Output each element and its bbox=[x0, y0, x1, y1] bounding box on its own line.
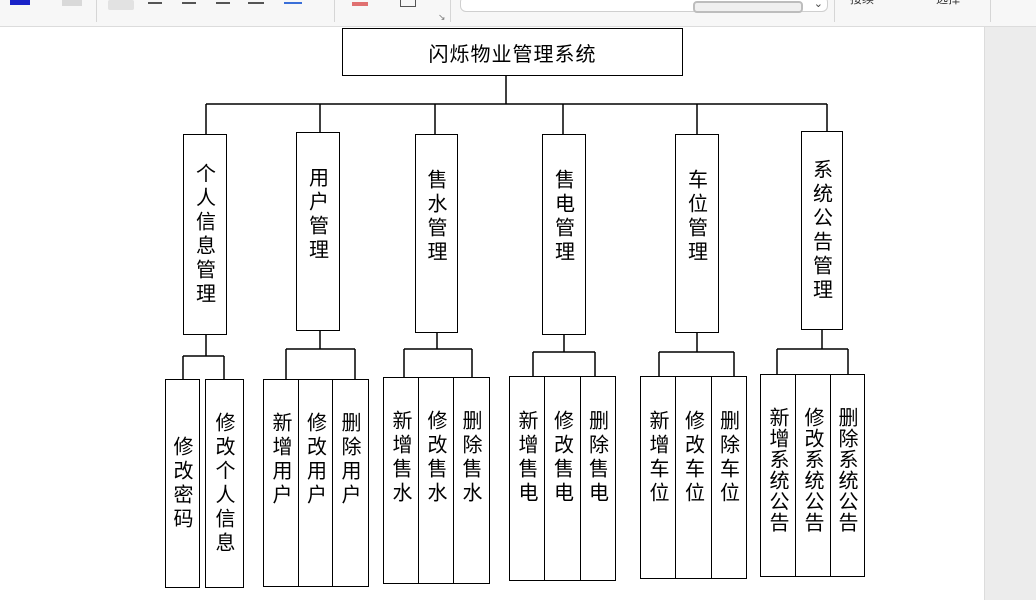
child-node: 修改车位 bbox=[675, 376, 713, 579]
module-node-parking: 车位管理 bbox=[675, 134, 719, 333]
style-gallery[interactable]: ⌄ bbox=[460, 0, 828, 13]
toolbar-button-label[interactable]: 选择 bbox=[936, 0, 960, 5]
font-color-icon[interactable] bbox=[10, 0, 30, 5]
child-node-label: 新增售电 bbox=[515, 410, 539, 506]
module-node-power-sales: 售电管理 bbox=[542, 134, 586, 335]
child-node: 删除车位 bbox=[711, 376, 747, 579]
module-node-label: 用户管理 bbox=[305, 167, 330, 263]
child-node-label: 修改用户 bbox=[303, 412, 328, 508]
module-node-label: 售电管理 bbox=[551, 169, 576, 265]
module-node-user: 用户管理 bbox=[296, 132, 340, 331]
child-node: 新增系统公告 bbox=[760, 374, 797, 577]
child-node-label: 新增用户 bbox=[269, 412, 293, 508]
child-node: 修改售电 bbox=[544, 376, 582, 581]
child-node-label: 修改密码 bbox=[170, 435, 194, 532]
child-node: 删除售水 bbox=[453, 377, 490, 584]
toolbar-button-label[interactable]: 接续 bbox=[850, 0, 874, 5]
distributed-icon[interactable] bbox=[248, 2, 264, 4]
toolbar-separator bbox=[334, 0, 335, 22]
align-center-icon[interactable] bbox=[148, 2, 162, 4]
child-node-label: 删除售电 bbox=[585, 410, 610, 506]
child-node-label: 删除系统公告 bbox=[835, 407, 859, 533]
child-node-label: 删除用户 bbox=[338, 412, 362, 508]
paste-icon[interactable] bbox=[400, 0, 416, 7]
child-node: 删除售电 bbox=[580, 376, 616, 581]
toolbar-separator bbox=[450, 0, 451, 22]
child-node-label: 修改售电 bbox=[550, 410, 575, 506]
child-node: 修改系统公告 bbox=[795, 374, 832, 577]
module-node-label: 售水管理 bbox=[424, 169, 448, 265]
module-node-water-sales: 售水管理 bbox=[415, 134, 458, 333]
module-node-label: 系统公告管理 bbox=[809, 158, 834, 303]
child-node: 新增售电 bbox=[509, 376, 546, 581]
font-size-icon[interactable] bbox=[62, 0, 82, 6]
align-left-icon[interactable] bbox=[108, 0, 134, 10]
child-node-label: 修改个人信息 bbox=[212, 411, 236, 556]
child-node: 删除系统公告 bbox=[830, 374, 865, 577]
child-node-label: 新增车位 bbox=[646, 410, 670, 506]
module-node-label: 车位管理 bbox=[684, 169, 709, 265]
toolbar-separator bbox=[990, 0, 991, 22]
child-node-label: 修改售水 bbox=[424, 410, 448, 506]
ribbon-toolbar: ↘ ⌄ 接续 选择 bbox=[0, 0, 1036, 27]
root-node-label: 闪烁物业管理系统 bbox=[428, 41, 597, 66]
child-node: 修改个人信息 bbox=[205, 379, 244, 588]
chevron-down-icon[interactable]: ⌄ bbox=[813, 0, 823, 10]
toolbar-separator bbox=[834, 0, 835, 22]
child-node: 新增售水 bbox=[383, 377, 420, 584]
align-right-icon[interactable] bbox=[182, 2, 196, 4]
module-node-announcement: 系统公告管理 bbox=[801, 131, 843, 330]
style-gallery-selected[interactable] bbox=[693, 1, 803, 13]
module-node-label: 个人信息管理 bbox=[192, 162, 217, 307]
justify-icon[interactable] bbox=[216, 2, 230, 4]
child-node: 删除用户 bbox=[332, 379, 369, 587]
child-node: 修改用户 bbox=[298, 379, 334, 587]
child-node-label: 修改车位 bbox=[681, 410, 706, 506]
child-node-label: 新增系统公告 bbox=[766, 407, 790, 533]
child-node: 新增车位 bbox=[640, 376, 677, 579]
child-node-label: 删除售水 bbox=[459, 410, 483, 506]
root-node: 闪烁物业管理系统 bbox=[342, 28, 683, 76]
expand-icon[interactable]: ↘ bbox=[438, 13, 446, 23]
module-node-personal-info: 个人信息管理 bbox=[183, 134, 227, 335]
child-node-label: 新增售水 bbox=[389, 410, 413, 506]
child-node: 新增用户 bbox=[263, 379, 300, 587]
child-node-label: 删除车位 bbox=[716, 410, 741, 506]
line-spacing-icon[interactable] bbox=[284, 2, 302, 4]
document-side-gutter bbox=[984, 27, 1036, 600]
child-node-label: 修改系统公告 bbox=[801, 407, 825, 533]
child-node: 修改售水 bbox=[418, 377, 455, 584]
eraser-icon[interactable] bbox=[352, 2, 368, 6]
toolbar-separator bbox=[96, 0, 97, 22]
child-node: 修改密码 bbox=[165, 379, 200, 588]
